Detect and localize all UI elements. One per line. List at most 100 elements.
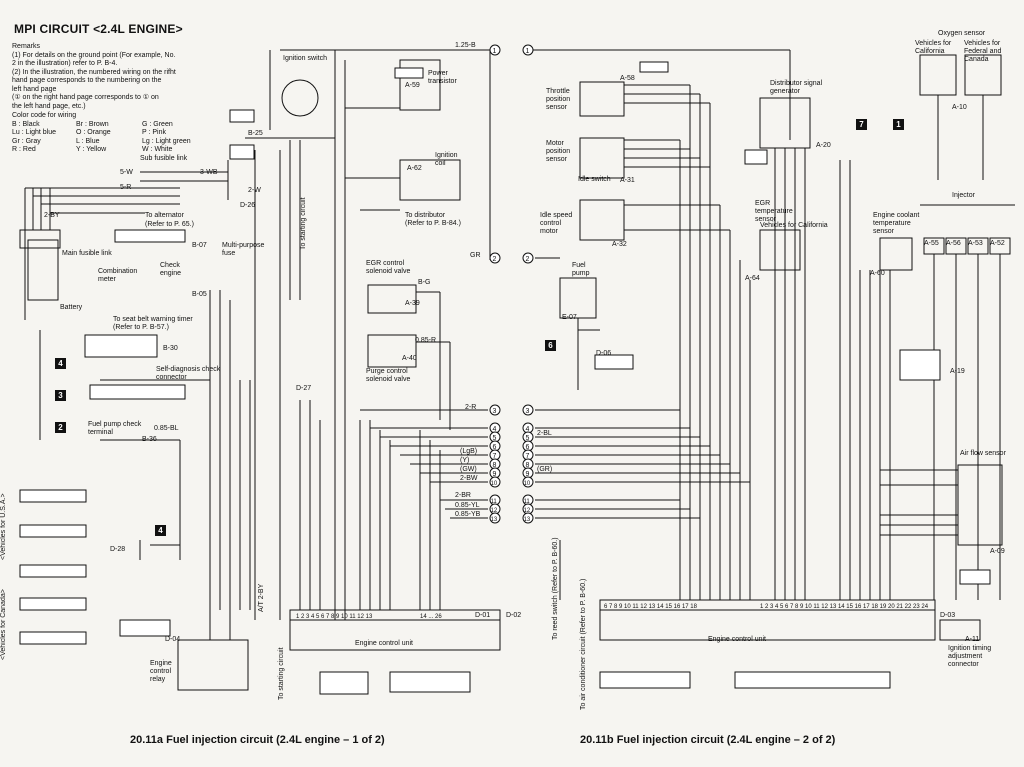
motor-position-label: Motor position sensor: [546, 140, 571, 163]
connector-id: D-27: [296, 385, 312, 392]
connector-id: D-03: [940, 612, 956, 619]
connector-id: A-09: [990, 548, 1005, 555]
wire-label: 1.25-B: [455, 42, 476, 49]
ground-ref-badge: 7: [856, 119, 867, 130]
to-starting-circuit-label-2: To starting circuit: [278, 647, 285, 700]
power-transistor-box: [399, 59, 441, 111]
color-code-entry: L : Blue: [76, 137, 100, 145]
color-code-entry: B : Black: [12, 120, 40, 128]
purge-valve-box: [367, 334, 417, 368]
wire-label: (GW): [460, 466, 477, 473]
to-starting-circuit-label: To starting circuit: [300, 197, 307, 250]
battery-label: Battery: [60, 304, 83, 311]
num-label: 1: [526, 48, 530, 55]
oxygen-sensor-label: Oxygen sensor: [938, 30, 986, 37]
connector-id: A-31: [620, 177, 635, 184]
connector-id: A-19: [950, 368, 965, 375]
connector-id: D-06: [596, 350, 612, 357]
color-code-entry: Br : Brown: [76, 120, 109, 128]
ecu-left-pins: 1 2 3 4 5 6 7 8 9 10 11 12 13 14 ... 26: [296, 614, 442, 620]
connector-id: D-02: [506, 612, 522, 619]
num-label: 13: [524, 517, 531, 523]
ignition-timing-label: Ignition timing adjustment connector: [948, 645, 992, 668]
color-code-entry: Gr : Gray: [12, 137, 41, 145]
wire-label: 2-BR: [455, 492, 471, 499]
color-code-entry: Y : Yellow: [76, 146, 107, 153]
fuel-pump-label: Fuel pump: [572, 262, 590, 277]
connector-id: A-64: [745, 275, 760, 282]
ignition-coil-box: [399, 159, 461, 201]
ecu-pin: 6 7 8 9 10 11 12 13 14 15 16 17 18: [604, 604, 698, 610]
caption-right: 20.11b Fuel injection circuit (2.4L engi…: [580, 734, 836, 746]
connector-id: A-32: [612, 241, 627, 248]
air-flow-sensor-label: Air flow sensor: [960, 450, 1006, 457]
main-fusible-link-label: Main fusible link: [62, 250, 112, 257]
num-label: 5: [493, 435, 497, 442]
battery-box: [27, 239, 59, 301]
num-label: 1: [493, 48, 497, 55]
wire-label: (LgB): [460, 448, 478, 455]
wire-label: 2-W: [248, 187, 261, 194]
egr-valve-label: EGR control solenoid valve: [366, 260, 411, 275]
num-label: 8: [526, 462, 530, 469]
connector-id: A-60: [870, 270, 885, 277]
remarks-line: (1) For details on the ground point (For…: [12, 51, 176, 59]
connector-id: A-10: [952, 104, 967, 111]
to-distributor-label: To distributor: [405, 212, 446, 219]
wire-label: 2-BY: [44, 212, 60, 219]
connector-id: A-40: [402, 355, 417, 362]
remarks-line: left hand page: [12, 85, 57, 93]
ignition-switch-symbol: [281, 79, 319, 117]
connector-id: A-20: [816, 142, 831, 149]
connector-id: B-30: [163, 345, 178, 352]
to-alternator-label: To alternator: [145, 212, 184, 219]
wire-label: 5-R: [120, 184, 132, 191]
power-transistor-label: Power transistor: [428, 70, 457, 85]
connector-id: B-36: [142, 436, 157, 443]
distributor-generator-label: Distributor signal generator: [770, 80, 823, 95]
wire-group-right: [525, 49, 1015, 641]
color-code-entry: W : White: [142, 146, 173, 153]
wire-label: 0.85-BL: [154, 425, 179, 432]
connector-blocks: [19, 61, 991, 695]
remarks-line: (① on the right hand page corresponds to…: [12, 94, 159, 101]
vehicles-canada-label: <Vehicles for Canada>: [0, 589, 7, 660]
num-label: 12: [524, 508, 531, 514]
color-code-grid: B : Black Br : Brown G : Green Lu : Ligh…: [12, 121, 242, 155]
motor-position-sensor-box: [579, 137, 625, 179]
injector-label: Injector: [952, 192, 975, 199]
combination-meter-label: Combination meter: [98, 268, 138, 283]
ecu-pin: 14 ... 26: [420, 614, 442, 620]
throttle-sensor-label: Throttle position sensor: [546, 88, 571, 111]
connector-id: D-01: [475, 612, 491, 619]
ground-ref-badge: 1: [893, 119, 904, 130]
remarks-block: Remarks (1) For details on the ground po…: [12, 43, 222, 111]
purge-valve-label: Purge control solenoid valve: [366, 368, 411, 383]
self-diagnosis-label: Self-diagnosis check connector: [156, 366, 221, 381]
num-label: 8: [493, 462, 497, 469]
wire-label: 5-W: [120, 169, 133, 176]
engine-control-relay-box: [177, 639, 249, 691]
connector-id: D-28: [110, 546, 126, 553]
left-numbered-circles: 1 2 3 4 5 6 7 8 9 10 11 12 13: [489, 44, 501, 524]
num-label: 4: [493, 426, 497, 433]
diagram-title: MPI CIRCUIT <2.4L ENGINE>: [14, 22, 183, 36]
num-label: 7: [493, 453, 497, 460]
ecu-right-label: Engine control unit: [708, 636, 766, 643]
refer-p65-label: (Refer to P. 65.): [145, 221, 194, 228]
oxygen-sensor-cal-box: [919, 54, 957, 96]
connector-id: B-07: [192, 242, 207, 249]
coolant-temp-sensor-box: [879, 237, 913, 271]
connector-id: A-53: [968, 240, 983, 247]
remarks-line: the left hand page, etc.): [12, 102, 86, 110]
connector-id: A-59: [405, 82, 420, 89]
caption-left: 20.11a Fuel injection circuit (2.4L engi…: [130, 734, 385, 746]
wire-label: 2-BW: [460, 475, 478, 482]
egr-valve-box: [367, 284, 417, 314]
num-label: 5: [526, 435, 530, 442]
connector-id: A-52: [990, 240, 1005, 247]
to-seat-belt-label: To seat belt warning timer: [113, 316, 193, 323]
num-label: 13: [491, 517, 498, 523]
num-label: 2: [526, 256, 530, 263]
